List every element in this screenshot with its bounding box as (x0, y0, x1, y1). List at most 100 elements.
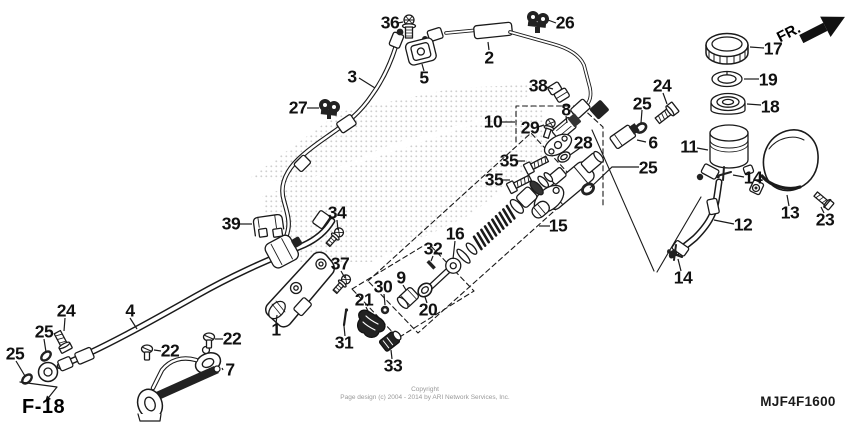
leader-line-16 (452, 240, 456, 260)
part-callout-26[interactable]: 26 (555, 12, 575, 33)
leader-line-17 (749, 46, 765, 49)
part-callout-18[interactable]: 18 (760, 96, 780, 117)
pedal-1-drawing (265, 251, 335, 328)
screw-29-drawing (542, 118, 556, 139)
leader-line-28 (569, 147, 581, 156)
part-callout-30[interactable]: 30 (373, 276, 393, 297)
part-callout-4[interactable]: 4 (125, 300, 135, 321)
leader-line-4 (129, 317, 138, 330)
leader-line-25 (640, 109, 643, 124)
part-callout-13[interactable]: 13 (780, 202, 800, 223)
part-callout-17[interactable]: 17 (763, 38, 783, 59)
leader-line-3 (358, 77, 376, 89)
part-callout-15[interactable]: 15 (548, 215, 568, 236)
part-callout-31[interactable]: 31 (334, 332, 354, 353)
part-callout-6[interactable]: 6 (648, 132, 658, 153)
part-callout-25[interactable]: 25 (638, 157, 658, 178)
part-callout-24[interactable]: 24 (652, 75, 672, 96)
part-callout-12[interactable]: 12 (733, 214, 753, 235)
part-callout-35[interactable]: 35 (484, 169, 504, 190)
part-callout-8[interactable]: 8 (561, 99, 571, 120)
clamp-26-drawing (527, 11, 549, 33)
leader-line-23 (820, 206, 825, 214)
leader-line-34 (336, 219, 339, 231)
screw-34-drawing (325, 227, 345, 248)
brake-pipe-3-drawing (275, 28, 405, 252)
leader-line-14 (677, 258, 682, 272)
part-callout-36[interactable]: 36 (380, 12, 400, 33)
hose-12-drawing (668, 178, 723, 259)
assembly-pointer-lines (591, 129, 702, 273)
leader-line-11 (696, 147, 709, 151)
leader-line-18 (746, 103, 762, 106)
joint-38-drawing (547, 81, 570, 103)
leader-line-25 (15, 360, 26, 377)
bushing-9-drawing (396, 287, 420, 310)
ring-20-drawing (417, 282, 433, 298)
copyright-notice: Copyright Page design (c) 2004 - 2014 by… (325, 386, 525, 401)
hose-4-drawing (37, 210, 336, 383)
bolt-36-drawing (401, 14, 417, 39)
screw-22-b-drawing (140, 344, 154, 361)
leader-line-9 (402, 284, 407, 291)
leader-line-32 (430, 255, 434, 262)
leader-line-26 (547, 19, 557, 24)
bracket-7-drawing (136, 345, 222, 422)
part-callout-37[interactable]: 37 (330, 253, 350, 274)
part-callout-29[interactable]: 29 (520, 117, 540, 138)
part-callout-1[interactable]: 1 (271, 319, 281, 340)
leader-line-24 (662, 92, 668, 105)
leader-line-33 (390, 349, 393, 360)
leader-line-37 (340, 270, 346, 279)
part-callout-23[interactable]: 23 (815, 209, 835, 230)
part-callout-10[interactable]: 10 (483, 111, 503, 132)
leader-line-30 (383, 293, 386, 306)
joint-33-drawing (378, 330, 402, 352)
part-callout-34[interactable]: 34 (327, 202, 347, 223)
part-callout-11[interactable]: 11 (680, 136, 698, 157)
part-callout-24[interactable]: 24 (56, 300, 76, 321)
part-callout-2[interactable]: 2 (484, 47, 494, 68)
reservoir-cover-13-drawing (749, 129, 819, 196)
part-callout-20[interactable]: 20 (418, 299, 438, 320)
part-callout-25[interactable]: 25 (5, 343, 25, 364)
part-callout-19[interactable]: 19 (758, 69, 778, 90)
leader-line-5 (421, 63, 425, 72)
part-callout-14[interactable]: 14 (743, 167, 763, 188)
part-callout-22[interactable]: 22 (222, 328, 242, 349)
part-callout-3[interactable]: 3 (347, 66, 357, 87)
leader-line-38 (545, 86, 554, 90)
part-callout-32[interactable]: 32 (423, 238, 443, 259)
figure-reference-link[interactable]: F-18 (22, 396, 66, 418)
part-callout-39[interactable]: 39 (221, 213, 241, 234)
part-callout-21[interactable]: 21 (354, 289, 374, 310)
part-callout-14[interactable]: 14 (673, 267, 693, 288)
part-callout-7[interactable]: 7 (225, 359, 235, 380)
part-callout-25[interactable]: 25 (34, 321, 54, 342)
oil-bolt-24-left-drawing (53, 329, 73, 354)
washer-25-left-a-drawing (40, 350, 52, 362)
part-callout-5[interactable]: 5 (419, 67, 429, 88)
screw-22-a-drawing (202, 332, 216, 349)
part-callout-33[interactable]: 33 (383, 355, 403, 376)
set-plate-19-drawing (711, 70, 743, 88)
leader-line-6 (636, 139, 647, 143)
part-callout-35[interactable]: 35 (499, 150, 519, 171)
f18-arrow (19, 381, 58, 402)
part-callout-28[interactable]: 28 (573, 132, 593, 153)
pushrod-parts-drawing (342, 282, 433, 352)
part-callout-27[interactable]: 27 (288, 97, 308, 118)
leader-line-12 (713, 219, 735, 225)
leader-line-31 (343, 325, 346, 337)
part-callout-38[interactable]: 38 (528, 75, 548, 96)
part-callout-16[interactable]: 16 (445, 223, 465, 244)
part-callout-9[interactable]: 9 (396, 267, 406, 288)
part-callout-22[interactable]: 22 (160, 340, 180, 361)
part-callout-25[interactable]: 25 (632, 93, 652, 114)
leader-line-20 (424, 296, 428, 304)
reservoir-group-drawing (667, 32, 835, 261)
diagram-code: MJF4F1600 (760, 394, 836, 409)
